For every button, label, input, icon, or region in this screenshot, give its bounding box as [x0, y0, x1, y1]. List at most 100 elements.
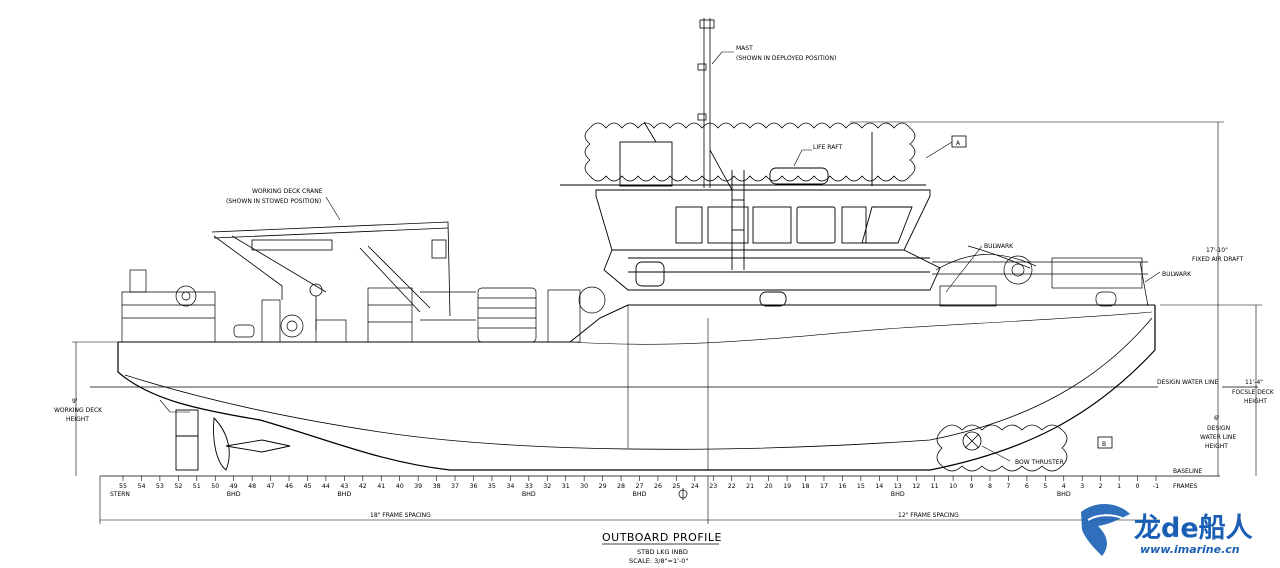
frame-number: 27 [635, 483, 643, 490]
mast-label: MAST [736, 45, 753, 52]
frame-number: 2 [1099, 483, 1103, 490]
rudder-and-propeller [175, 409, 291, 471]
callout-b-box [1097, 436, 1113, 449]
frame-number: 29 [599, 483, 607, 490]
air-draft-value: 17'-10" [1206, 247, 1228, 254]
frame-number: 40 [396, 483, 404, 490]
fore-deck-equipment [932, 245, 1149, 307]
frame-number: 6 [1025, 483, 1029, 490]
working-deck-value: 9' [72, 398, 78, 405]
frame-number: 37 [451, 483, 459, 490]
watermark-url: www.imarine.cn [1140, 543, 1240, 556]
drawing-subtitle: STBD LKG INBD [637, 548, 688, 556]
bulkhead-label: BHD [1057, 491, 1071, 498]
working-deck-label-2: HEIGHT [66, 416, 89, 423]
bulkhead-label: BHD [337, 491, 351, 498]
frame-number: 8 [988, 483, 992, 490]
frame-number: 21 [746, 483, 754, 490]
frame-spacing-18: 18" FRAME SPACING [370, 512, 431, 519]
bulkhead-label: BHD [633, 491, 647, 498]
frame-number: 34 [506, 483, 514, 490]
frame-number: 16 [838, 483, 846, 490]
crane-note: (SHOWN IN STOWED POSITION) [226, 198, 321, 205]
frame-number: 13 [894, 483, 902, 490]
dwl-label-1: DESIGN [1207, 425, 1230, 432]
frame-spacing-12: 12" FRAME SPACING [898, 512, 959, 519]
bulkhead-label: BHD [227, 491, 241, 498]
air-draft-label: FIXED AIR DRAFT [1192, 256, 1244, 263]
frame-number: 46 [285, 483, 293, 490]
frame-number: 25 [672, 483, 680, 490]
frame-number: 26 [654, 483, 662, 490]
working-deck-crane [211, 221, 451, 330]
frame-number: 1 [1117, 483, 1121, 490]
frame-number: 44 [322, 483, 330, 490]
frame-number: 39 [414, 483, 422, 490]
frame-number: 53 [156, 483, 164, 490]
frame-number: 28 [617, 483, 625, 490]
mast-note: (SHOWN IN DEPLOYED POSITION) [736, 55, 836, 62]
frame-number: 52 [174, 483, 182, 490]
dimension-lines [72, 121, 1262, 524]
frame-number: 35 [488, 483, 496, 490]
frame-number: 32 [543, 483, 551, 490]
bow-thruster-label: BOW THRUSTER [1015, 459, 1064, 466]
frame-number: 0 [1136, 483, 1140, 490]
dwl-label-2: WATER LINE [1200, 434, 1236, 441]
bulkhead-label: BHD [891, 491, 905, 498]
centerline-symbol [678, 488, 688, 500]
frame-number: 24 [691, 483, 699, 490]
drawing-scale: SCALE: 3/8"=1'-0" [629, 557, 688, 565]
hull [117, 304, 1156, 471]
frame-number: 30 [580, 483, 588, 490]
frame-number: 12 [912, 483, 920, 490]
frame-number: 41 [377, 483, 385, 490]
frame-number: 38 [433, 483, 441, 490]
callout-a: A [956, 140, 961, 147]
frame-number: 15 [857, 483, 865, 490]
frame-number: 5 [1043, 483, 1047, 490]
frame-number: 43 [340, 483, 348, 490]
watermark-logo: 龙de船人 www.imarine.cn [1081, 503, 1253, 556]
crane-label: WORKING DECK CRANE [252, 188, 323, 195]
working-deck-label-1: WORKING DECK [54, 407, 103, 414]
frame-number: 7 [1006, 483, 1010, 490]
bulkhead-label: BHD [522, 491, 536, 498]
frame-number: -1 [1153, 483, 1159, 490]
focsle-value: 11'-4" [1245, 379, 1263, 386]
bulwark-label-1: BULWARK [984, 243, 1014, 250]
callout-a-box [951, 135, 967, 148]
frame-number: 55 [119, 483, 127, 490]
frame-number: 54 [137, 483, 145, 490]
frame-number: 42 [359, 483, 367, 490]
design-water-line-label: DESIGN WATER LINE [1157, 379, 1218, 386]
mast [697, 18, 733, 191]
bulkhead-lines [627, 305, 709, 470]
frame-number: 10 [949, 483, 957, 490]
stern-label: STERN [110, 491, 130, 498]
frame-number: 11 [931, 483, 939, 490]
working-deck-equipment [121, 269, 606, 343]
frame-number: 19 [783, 483, 791, 490]
drawing-title: OUTBOARD PROFILE [602, 531, 722, 544]
frame-number: 9 [970, 483, 974, 490]
frame-number: 3 [1080, 483, 1084, 490]
frame-number: 17 [820, 483, 828, 490]
frame-number: 49 [230, 483, 238, 490]
watermark-fish-icon [1081, 503, 1130, 556]
life-raft-label: LIFE RAFT [813, 144, 843, 151]
callout-b: B [1102, 441, 1106, 448]
dwl-label-3: HEIGHT [1205, 443, 1228, 450]
frame-number: 4 [1062, 483, 1066, 490]
frame-number: 33 [525, 483, 533, 490]
superstructure [560, 121, 941, 307]
frame-number: 22 [728, 483, 736, 490]
frame-number: 51 [193, 483, 201, 490]
bow-thruster [936, 424, 1068, 472]
watermark-cn-text: 龙de船人 [1134, 512, 1253, 544]
baseline-label: BASELINE [1173, 468, 1202, 475]
revision-cloud-a [584, 122, 916, 182]
frame-number: 20 [765, 483, 773, 490]
